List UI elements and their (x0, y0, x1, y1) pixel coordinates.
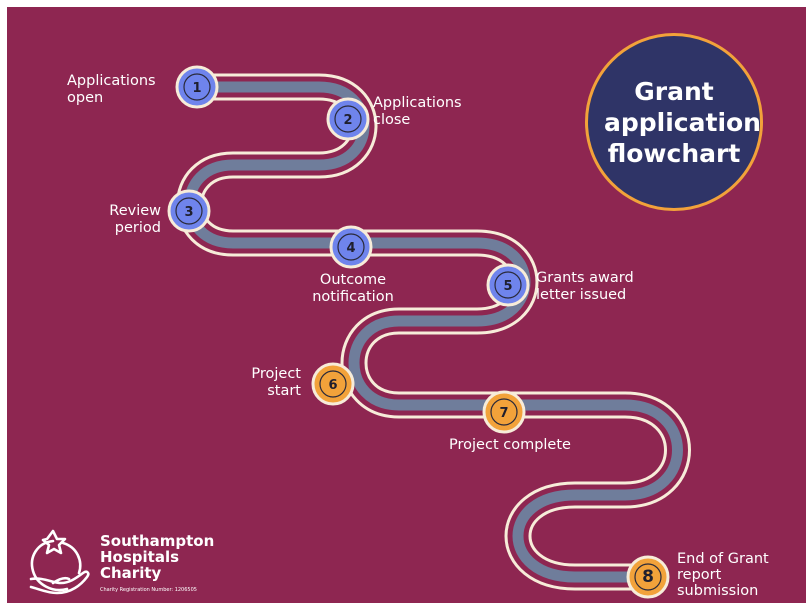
step-6-marker: 6 (311, 362, 355, 406)
step-1-label: Applications open (67, 73, 156, 106)
step-5-number: 5 (503, 279, 512, 294)
step-2-circle (326, 97, 370, 141)
step-7-circle (482, 390, 526, 434)
step-5-ring (494, 271, 522, 299)
page-title: Grant application flowchart (604, 76, 761, 168)
step-3-ring (175, 197, 203, 225)
step-2-marker: 2 (326, 97, 370, 141)
step-4-marker: 4 (329, 225, 373, 269)
charity-registration: Charity Registration Number: 1206505 (100, 587, 197, 593)
step-3-marker: 3 (167, 189, 211, 233)
step-6-number: 6 (328, 378, 337, 393)
step-6-ring (319, 370, 347, 398)
step-8-label: End of Grant report submission (677, 551, 769, 599)
step-6-circle (311, 362, 355, 406)
step-8-circle (626, 555, 670, 599)
heart-hand-logo-icon (29, 529, 90, 595)
step-3-circle (167, 189, 211, 233)
step-5-circle (486, 263, 530, 307)
winding-path: 1 2 3 4 5 6 7 8 (167, 65, 691, 599)
step-4-label: Outcome notification (312, 272, 394, 305)
step-4-number: 4 (346, 241, 355, 256)
step-2-label: Applications close (373, 95, 462, 128)
step-1-number: 1 (192, 81, 201, 96)
step-8-number: 8 (642, 567, 654, 587)
step-7-marker: 7 (482, 390, 526, 434)
step-4-circle (329, 225, 373, 269)
step-3-label: Review period (109, 203, 161, 236)
step-4-ring (337, 233, 365, 261)
step-1-circle (175, 65, 219, 109)
step-5-label: Grants award letter issued (536, 270, 634, 303)
step-8-ring (634, 563, 662, 591)
step-6-label: Project start (251, 366, 301, 399)
title-badge: Grant application flowchart (585, 33, 763, 211)
flowchart-canvas: 1 2 3 4 5 6 7 8 Applications open Applications … (7, 7, 806, 603)
step-3-number: 3 (184, 205, 193, 220)
step-8-marker: 8 (626, 555, 670, 599)
step-7-label: Project complete (449, 437, 571, 453)
step-2-ring (334, 105, 362, 133)
step-1-ring (183, 73, 211, 101)
step-5-marker: 5 (486, 263, 530, 307)
step-7-number: 7 (499, 406, 508, 421)
path-track (184, 81, 683, 583)
step-2-number: 2 (343, 113, 352, 128)
step-7-ring (490, 398, 518, 426)
organization-name: Southampton Hospitals Charity (100, 532, 215, 582)
step-1-marker: 1 (175, 65, 219, 109)
